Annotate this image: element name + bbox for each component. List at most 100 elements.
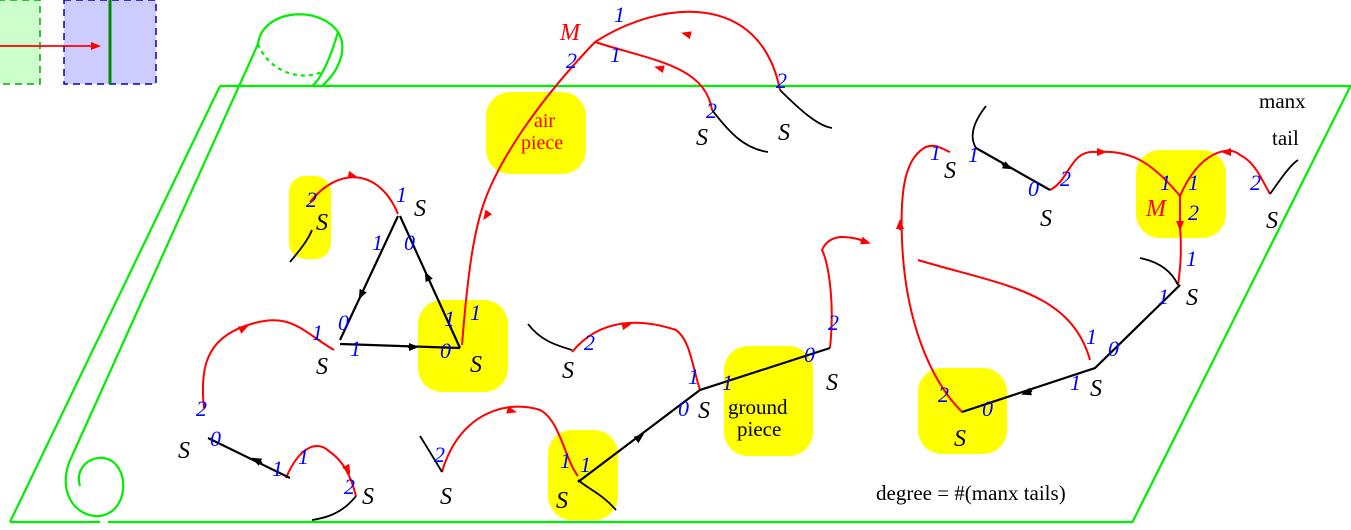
manx-tail [779,89,833,129]
ground-piece-highlight [724,346,813,456]
air-arrow-c [654,65,665,74]
half-edge-number: 1 [580,452,591,477]
air-piece-highlight [486,92,586,174]
half-edge-number: 1 [610,42,621,67]
inset-panel [0,0,157,85]
half-edge-number: 2 [1188,200,1199,225]
highlight-triangle-vertex [418,300,508,392]
source-vertex-label: S [562,358,574,384]
air-edge-c [594,41,713,111]
half-edge-number: 2 [344,474,355,499]
arrow-ground-up [859,236,871,245]
half-edge-number: 2 [776,68,787,93]
arrow-2s [347,170,358,179]
ground-black-path [577,346,831,483]
ground-black-arrow [633,434,644,444]
air-piece-label: air [534,110,555,132]
manx-tail [711,109,769,153]
half-edge-number: 0 [440,338,451,363]
top-right-black-arrow [1001,161,1013,170]
ground-piece-label: piece [737,417,781,441]
roll-body-right [311,31,340,87]
black-edges [207,89,1299,521]
source-vertex-label: S [1090,376,1102,402]
manx-tail-label: tail [1272,126,1299,150]
half-edge-number: 2 [434,442,445,467]
air-piece-label: piece [521,132,563,154]
arrow-left-loop [237,325,249,334]
air-edge-b [594,10,781,91]
manx-tail [1269,159,1299,195]
edge-2s-to-top [309,176,399,215]
arrow-middle-s2 [621,322,632,331]
right-black-arrow [1021,387,1033,396]
top-right-black-edge [975,147,1051,191]
half-edge-number: 1 [968,142,979,167]
source-vertex-label: S [362,484,374,510]
manx-tail [971,105,987,149]
edge-right-cross [917,259,1091,361]
half-edge-number: 1 [396,182,407,207]
half-edge-number: 1 [930,140,941,165]
half-edge-number: 1 [298,444,309,469]
red-edges [201,10,1271,497]
half-edge-number: 2 [306,187,317,212]
merge-vertex-label: M [1145,196,1168,222]
rolled-sheet-icon [9,13,1351,524]
half-edge-number: 1 [312,320,323,345]
bottom-left-black-arrow [251,457,263,466]
triangle-left-side [339,215,399,341]
source-vertex-label: S [944,158,956,184]
highlights [289,92,1226,520]
ground-piece-label: ground [728,395,788,419]
roll-body-left [70,43,260,457]
half-edge-number: 1 [350,336,361,361]
source-vertex-label: S [414,196,426,222]
source-vertex-label: S [316,354,328,380]
half-edge-number: 2 [938,382,949,407]
source-vertex-label: S [470,352,482,378]
source-vertex-label: S [696,125,708,151]
half-edge-number: 1 [614,2,625,27]
roll-hidden-edge [256,43,323,77]
inset-green-box [0,0,41,85]
highlight-2s [289,176,331,259]
manx-tail [1139,257,1179,286]
half-edge-number: 0 [982,396,993,421]
half-edge-number: 1 [1186,246,1197,271]
roll-cap-front [321,31,344,87]
arrow-bottom-arc [506,405,517,414]
air-arrow-a [483,209,493,221]
half-edge-number: 2 [196,396,207,421]
manx-tail [289,229,313,263]
half-edge-number: 1 [688,364,699,389]
source-vertex-label: S [826,370,838,396]
half-edge-number: 1 [1070,370,1081,395]
triangle-bottom-side [339,342,461,350]
source-vertex-label: S [1266,208,1278,234]
edge-to-m-left [1049,150,1181,197]
half-edge-number: 1 [1188,170,1199,195]
source-vertex-label: S [1040,206,1052,232]
half-edge-number: 0 [338,310,349,335]
half-edge-number: 1 [372,230,383,255]
triangle-right-arrow [424,271,433,283]
half-edge-number: 0 [804,342,815,367]
half-edge-number: 0 [1108,336,1119,361]
edge-middle-s2 [571,321,701,391]
manx-tail [577,479,617,511]
manx-tail [311,495,357,521]
half-edge-number: 2 [1060,166,1071,191]
arrow-bottom-left-hook [342,463,351,475]
source-vertex-label: S [178,438,190,464]
half-edge-number: 1 [272,456,283,481]
half-edge-number: 2 [1250,170,1261,195]
half-edge-number: 0 [404,230,415,255]
source-vertex-label: S [778,120,790,146]
manx-tail-label: manx [1259,89,1306,113]
degree-caption: degree = #(manx tails) [876,481,1066,505]
half-edge-number: 1 [560,448,571,473]
half-edge-number: 1 [1160,170,1171,195]
half-edge-number: 2 [584,330,595,355]
edge-m-right [1179,149,1271,197]
